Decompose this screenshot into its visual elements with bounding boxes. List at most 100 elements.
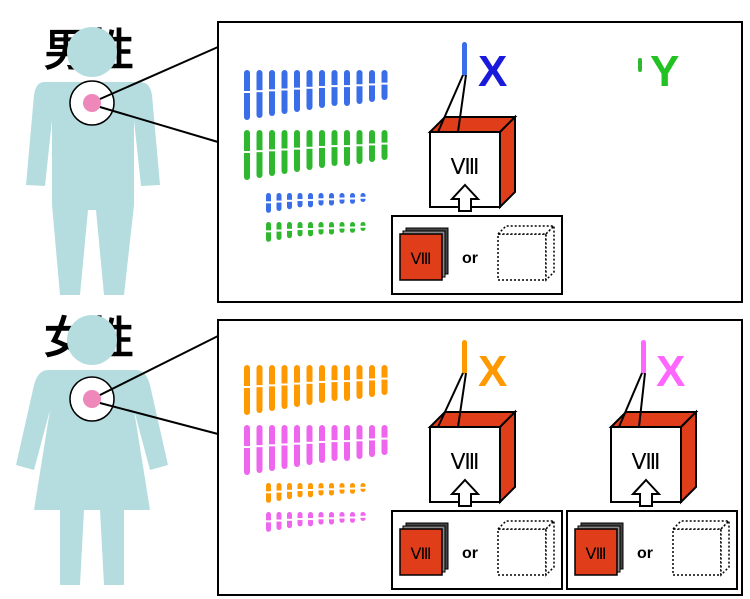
female-x1-chromosome (462, 340, 467, 374)
autosome-chromosome (369, 70, 375, 102)
autosome-chromosome (256, 425, 263, 473)
female-option2-label: Ⅷ (585, 546, 606, 563)
male-figure (26, 27, 160, 295)
centromere-mark (381, 82, 388, 85)
centromere-mark (256, 445, 263, 448)
centromere-mark (356, 379, 363, 382)
centromere-mark (356, 439, 363, 442)
male-nucleus-icon (83, 94, 101, 112)
centromere-mark (360, 515, 366, 518)
autosome-chromosome (269, 365, 275, 411)
centromere-mark (308, 228, 313, 231)
autosome-chromosome (331, 425, 338, 461)
centromere-mark (244, 386, 250, 388)
centromere-mark (369, 378, 375, 381)
centromere-mark (276, 229, 282, 232)
autosome-chromosome (331, 365, 338, 401)
centromere-mark (344, 380, 350, 383)
autosome-chromosome (344, 365, 350, 401)
centromere-mark (266, 230, 271, 233)
centromere-mark (294, 147, 300, 150)
autosome-chromosome (369, 365, 375, 397)
centromere-mark (269, 89, 275, 92)
autosome-chromosome (381, 365, 388, 395)
centromere-mark (308, 489, 313, 492)
centromere-mark (360, 486, 366, 489)
centromere-mark (297, 518, 303, 521)
centromere-mark (344, 145, 350, 148)
autosome-chromosome (381, 70, 388, 100)
autosome-chromosome (381, 130, 388, 160)
female-x2-label: X (656, 347, 685, 396)
centromere-mark (306, 381, 313, 384)
male-cube-label: Ⅷ (451, 154, 480, 179)
centromere-mark (318, 227, 324, 230)
centromere-mark (350, 197, 355, 200)
autosome-chromosome (344, 70, 350, 106)
centromere-mark (287, 228, 292, 231)
autosome-chromosome (331, 130, 338, 166)
centromere-mark (319, 85, 325, 88)
centromere-mark (344, 440, 350, 443)
female-x1-label: X (478, 347, 507, 396)
female-option1-label: Ⅷ (410, 546, 431, 563)
centromere-mark (256, 385, 263, 388)
autosome-chromosome (244, 130, 250, 180)
centromere-mark (329, 517, 334, 520)
centromere-mark (331, 85, 338, 88)
centromere-mark (369, 438, 375, 441)
female-autosomes (244, 365, 388, 532)
centromere-mark (331, 380, 338, 383)
autosome-chromosome (256, 365, 263, 413)
centromere-mark (244, 151, 250, 153)
centromere-mark (297, 228, 303, 231)
autosome-chromosome (306, 425, 313, 465)
female-figure (16, 315, 168, 585)
centromere-mark (329, 198, 334, 201)
autosome-chromosome (344, 425, 350, 461)
centromere-mark (369, 143, 375, 146)
centromere-mark (356, 84, 363, 87)
centromere-mark (339, 516, 345, 519)
centromere-mark (256, 90, 263, 93)
autosome-chromosome (344, 130, 350, 166)
autosome-chromosome (244, 365, 250, 415)
centromere-mark (269, 444, 275, 447)
centromere-mark (269, 384, 275, 387)
centromere-mark (281, 148, 288, 151)
centromere-mark (294, 382, 300, 385)
centromere-mark (350, 226, 355, 229)
autosome-chromosome (244, 70, 250, 120)
centromere-mark (281, 383, 288, 386)
centromere-mark (356, 144, 363, 147)
autosome-chromosome (369, 425, 375, 457)
centromere-mark (266, 520, 271, 523)
centromere-mark (256, 150, 263, 153)
centromere-mark (287, 489, 292, 492)
centromere-mark (266, 201, 271, 204)
centromere-mark (306, 146, 313, 149)
centromere-mark (281, 88, 288, 91)
centromere-mark (319, 145, 325, 148)
autosome-chromosome (256, 70, 263, 118)
centromere-mark (306, 441, 313, 444)
centromere-mark (350, 487, 355, 490)
autosome-chromosome (319, 425, 325, 463)
centromere-mark (308, 518, 313, 521)
centromere-mark (360, 196, 366, 199)
centromere-mark (318, 198, 324, 201)
male-y-label: Y (650, 47, 679, 96)
male-gene-cube: Ⅷ (429, 116, 516, 212)
centromere-mark (350, 516, 355, 519)
centromere-mark (306, 86, 313, 89)
centromere-mark (297, 199, 303, 202)
autosome-chromosome (281, 130, 288, 174)
female-nucleus-icon (83, 390, 101, 408)
centromere-mark (281, 443, 288, 446)
centromere-mark (318, 488, 324, 491)
centromere-mark (269, 149, 275, 152)
autosome-chromosome (306, 130, 313, 170)
female-gene-cube-1: Ⅷ (429, 411, 516, 507)
female-or1-label: or (462, 545, 478, 562)
